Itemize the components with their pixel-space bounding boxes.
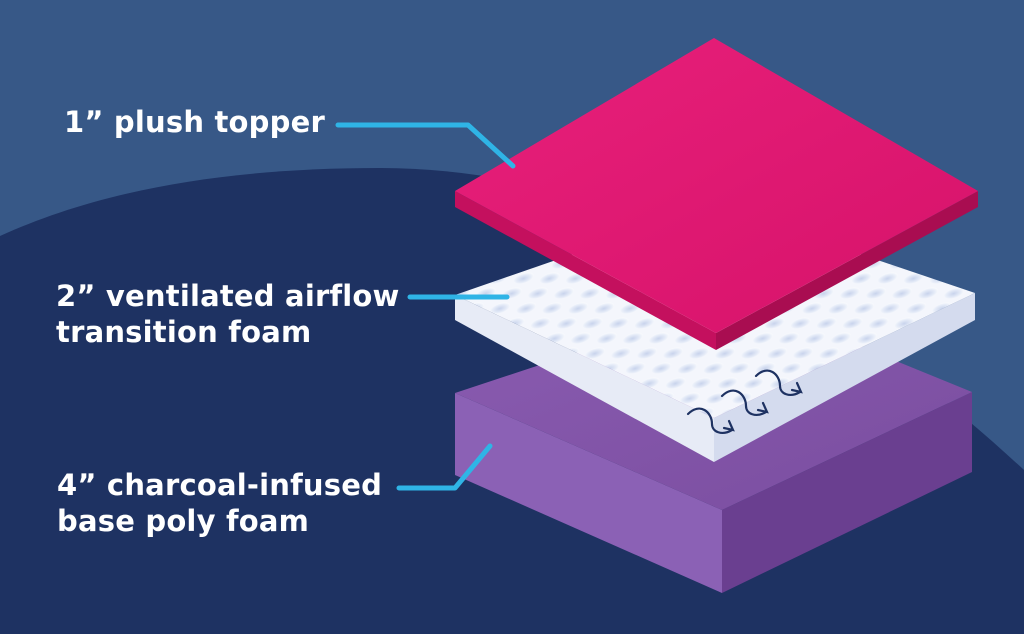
airflow-foam-left-side — [455, 295, 714, 462]
topper-leader-line — [335, 122, 516, 169]
base-leader-line — [396, 443, 493, 491]
airflow-label: 2” ventilated airflow transition foam — [56, 278, 400, 350]
airflow-arrow-3 — [754, 369, 802, 396]
airflow-label-line-1: 2” ventilated airflow — [56, 279, 400, 313]
base-label: 4” charcoal-infused base poly foam — [57, 467, 382, 539]
airflow-arrow-1-head — [722, 419, 735, 432]
airflow-arrow-2 — [720, 389, 768, 416]
airflow-foam-right-side — [714, 293, 975, 462]
airflow-arrow-1 — [686, 407, 734, 434]
topper-top — [455, 38, 978, 333]
airflow-arrow-3-head — [790, 381, 803, 394]
topper-left-side — [455, 191, 716, 350]
plush-topper-layer — [455, 38, 978, 350]
airflow-label-line-2: transition foam — [56, 315, 312, 349]
base-foam-left-side — [455, 393, 722, 593]
base-label-line-1: 4” charcoal-infused — [57, 468, 383, 502]
airflow-arrows — [686, 369, 803, 434]
topper-label-line-1: 1” plush topper — [64, 105, 325, 139]
base-label-line-2: base poly foam — [57, 504, 310, 538]
topper-label: 1” plush topper — [64, 104, 325, 140]
airflow-arrow-2-head — [756, 401, 769, 414]
topper-right-side — [716, 191, 978, 350]
base-foam-right-side — [722, 392, 972, 593]
